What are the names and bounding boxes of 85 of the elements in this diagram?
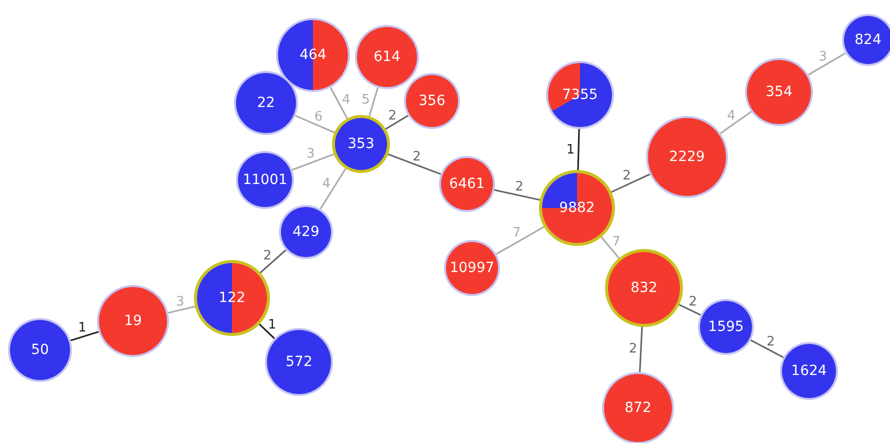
pie-node [236,73,296,133]
connector-line [386,153,442,175]
pie-node [406,75,458,127]
node-label: 1624 [791,363,827,379]
node-label: 122 [218,290,246,306]
pie-node [197,263,267,333]
connector-line [330,87,348,120]
edge-label: 3 [818,50,828,64]
edge-label: 2 [766,335,775,348]
connector-line [577,128,580,172]
edge-label: 4 [727,109,736,122]
node-label: 464 [300,47,326,63]
pie-node [267,330,331,394]
connector-line [494,189,542,201]
edge-label: 1 [78,322,86,335]
edge-label: 2 [412,150,421,163]
node-label: 356 [418,93,446,109]
connector-line [259,249,286,274]
node-label: 354 [766,84,792,100]
pie-node [10,320,70,380]
node-label: 429 [292,224,320,240]
node-label: 832 [630,280,658,296]
pie-node [542,173,612,243]
node-label: 872 [624,400,652,416]
node-label: 824 [854,32,882,48]
pie-node [700,301,752,353]
connector-line [600,236,620,260]
connector-line [320,167,347,210]
node-label: 614 [374,49,400,65]
edge-label: 3 [306,148,315,161]
connector-line [168,306,196,314]
edge-label: 2 [263,249,272,262]
edge-label: 4 [322,178,331,191]
node-label: 9882 [559,200,595,216]
edge-label: 7 [612,236,620,249]
pie-node [238,153,292,207]
pie-node [441,158,493,210]
pie-node [648,118,726,196]
connector-line [639,326,643,372]
connector-line [295,114,336,134]
edge-label: 2 [388,109,396,122]
pie-node [604,374,672,442]
node-label: 11001 [242,172,288,188]
edge-label: 1 [566,143,575,156]
connector-line [610,174,650,194]
edge-label: 1 [268,318,276,332]
edge-label: 2 [628,342,638,356]
connector-line [368,87,379,118]
edge-label: 2 [688,296,698,309]
pie-node [357,27,417,87]
edge-label: 5 [362,94,370,107]
edge-label: 7 [512,226,521,240]
connector-line [678,304,702,316]
connector-line [258,322,275,340]
pie-node [281,207,331,257]
pie-node [335,118,387,170]
node-label: 6461 [449,176,485,192]
pie-node [747,60,811,124]
connector-line [720,110,752,134]
connector-line [750,339,784,358]
connector-line [496,226,546,255]
pie-node [844,16,890,64]
pie-node [782,344,836,398]
pie-node [608,252,680,324]
node-label: 22 [257,95,275,111]
connector-line [384,114,408,130]
pie-node [278,20,348,90]
node-label: 10997 [450,260,494,276]
edge-label: 2 [515,180,524,194]
edge-label: 2 [622,170,631,183]
pie-node [446,242,498,294]
connector-line [808,52,846,76]
node-label: 19 [124,313,142,329]
edge-label: 3 [176,295,184,308]
node-label: 353 [348,136,374,152]
edge-label: 4 [342,93,350,106]
connector-line [292,153,336,171]
node-label: 50 [31,342,49,358]
edge-label: 6 [314,110,323,124]
node-label: 2229 [669,149,705,165]
pie-node [99,287,167,355]
pie-node [548,63,612,127]
connector-line [70,330,99,342]
node-label: 572 [286,354,312,370]
node-label: 1595 [708,319,744,335]
